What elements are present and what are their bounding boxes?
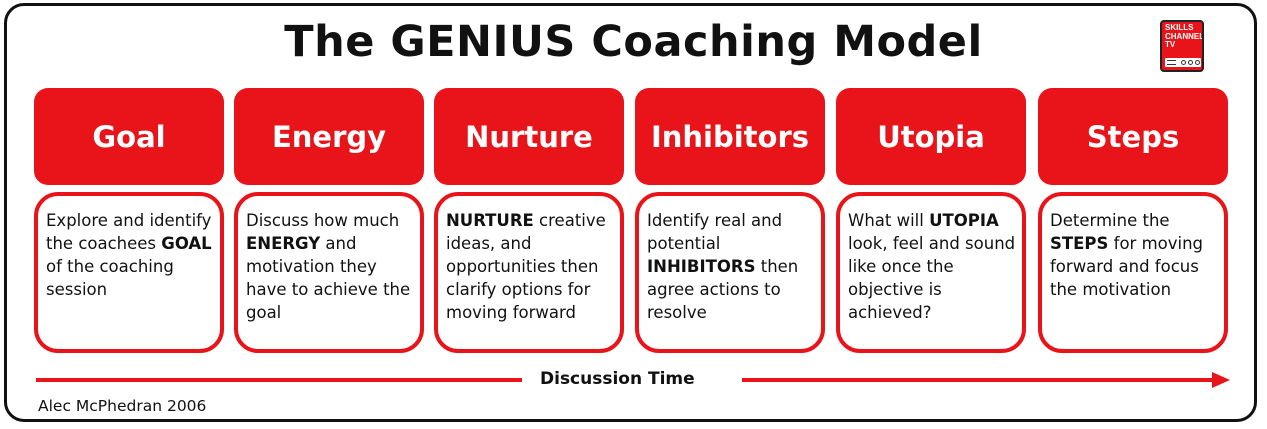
keyword-inhibitors: INHIBITORS [647,257,756,276]
description-energy: Discuss how much ENERGY and motivation t… [234,192,424,353]
description-nurture: NURTURE creative ideas, and opportunitie… [434,192,624,353]
description-text: for moving forward and focus the motivat… [1050,234,1204,299]
description-text: then agree actions to resolve [647,257,799,322]
heading-utopia: Utopia [836,88,1026,185]
author-credit: Alec McPhedran 2006 [38,397,207,415]
heading-steps: Steps [1038,88,1228,185]
skills-channel-tv-logo: SKILLS CHANNEL TV [1160,20,1204,72]
description-goal: Explore and identify the coachees GOAL o… [34,192,224,353]
description-text: of the coaching session [46,257,174,299]
heading-energy: Energy [234,88,424,185]
keyword-utopia: UTOPIA [929,211,999,230]
keyword-nurture: NURTURE [446,211,534,230]
logo-text-line3: TV [1165,40,1176,49]
logo-text-line1: SKILLS [1165,23,1194,32]
timeline-arrow-left [36,378,522,382]
timeline-arrow-right [742,378,1214,382]
description-text: Explore and identify the coachees [46,211,212,253]
description-text: Identify real and potential [647,211,783,253]
description-steps: Determine the STEPS for moving forward a… [1038,192,1228,353]
description-inhibitors: Identify real and potential INHIBITORS t… [635,192,825,353]
heading-nurture: Nurture [434,88,624,185]
keyword-steps: STEPS [1050,234,1109,253]
page-title: The GENIUS Coaching Model [284,17,983,67]
description-text: Discuss how much [246,211,400,230]
heading-goal: Goal [34,88,224,185]
description-utopia: What will UTOPIA look, feel and sound li… [836,192,1026,353]
discussion-time-label: Discussion Time [540,369,695,389]
description-text: creative ideas, and opportunities then c… [446,211,606,322]
keyword-goal: GOAL [161,234,212,253]
keyword-energy: ENERGY [246,234,321,253]
description-text: and motivation they have to achieve the … [246,234,411,322]
description-text: What will [848,211,930,230]
heading-inhibitors: Inhibitors [635,88,825,185]
description-text: Determine the [1050,211,1170,230]
description-text: look, feel and sound like once the objec… [848,234,1016,322]
arrow-head-icon [1212,372,1230,388]
logo-text-line2: CHANNEL [1165,31,1204,41]
logo-controls-icon [1165,58,1201,67]
